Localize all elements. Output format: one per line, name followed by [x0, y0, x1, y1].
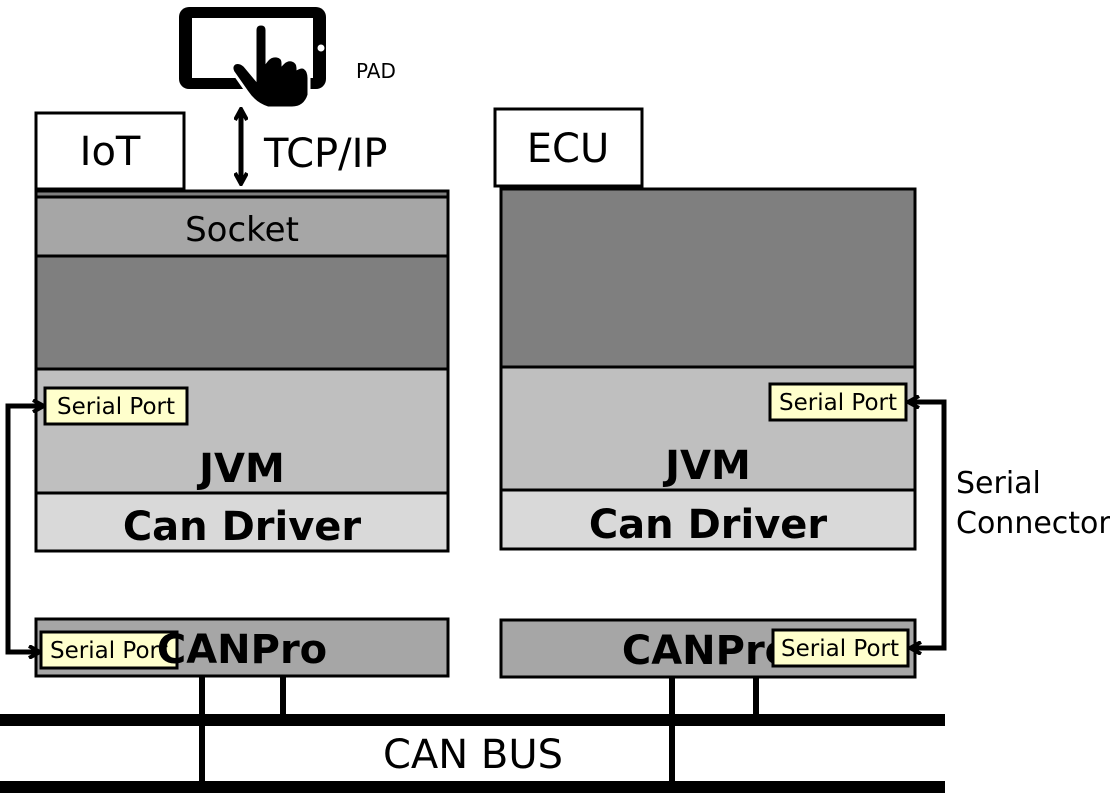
- tcp-ip-label: TCP/IP: [263, 131, 388, 177]
- iot-stack: IoT Socket Serial Port JVM Can Driver: [34, 111, 450, 553]
- socket-label: Socket: [185, 210, 299, 250]
- canpro-left-label: CANPro: [157, 627, 327, 673]
- ecu-jvm-label: JVM: [662, 443, 751, 489]
- can-bus-tap: [280, 677, 286, 718]
- canpro-right-label: CANPro: [622, 628, 792, 674]
- ecu-serial-port-label: Serial Port: [779, 390, 897, 416]
- pad-label: PAD: [356, 59, 396, 83]
- iot-jvm-label: JVM: [196, 446, 285, 492]
- can-bus-high-line: [0, 714, 945, 726]
- can-bus-low-line: [0, 781, 945, 793]
- canpro-right-serial-port: [771, 628, 910, 668]
- iot-serial-port: [43, 386, 189, 426]
- ecu-stack: ECU Serial Port JVM Can Driver: [493, 107, 917, 551]
- iot-serial-port-label: Serial Port: [57, 394, 175, 420]
- iot-can-driver-layer: [34, 491, 450, 553]
- iot-can-driver-label: Can Driver: [123, 504, 362, 550]
- socket-layer: [34, 195, 450, 258]
- iot-tab: [34, 111, 186, 191]
- can-bus-tap: [199, 677, 205, 793]
- serial-connection-label-1: Serial: [956, 466, 1041, 501]
- ecu-can-driver-label: Can Driver: [589, 502, 828, 548]
- canpro-left: Serial Port CANPro: [34, 617, 450, 678]
- ecu-tab: [493, 107, 644, 188]
- can-bus: CAN BUS: [0, 677, 945, 793]
- left-serial-connection: [5, 406, 43, 652]
- iot-tab-label: IoT: [80, 129, 141, 175]
- can-bus-tap: [669, 678, 675, 793]
- canpro-right: CANPro Serial Port: [499, 618, 917, 679]
- serial-connection-label-2: Connecton: [956, 506, 1110, 541]
- canpro-left-serial-port-label: Serial Port: [50, 638, 168, 664]
- ecu-tab-label: ECU: [527, 126, 609, 172]
- right-serial-connection: [909, 402, 947, 648]
- canpro-right-serial-port-label: Serial Port: [781, 636, 899, 662]
- ecu-app-layer: [499, 187, 917, 369]
- iot-app-layer: [34, 254, 450, 371]
- tablet-icon: [179, 7, 326, 110]
- can-bus-label: CAN BUS: [383, 732, 563, 778]
- can-bus-tap: [753, 678, 759, 718]
